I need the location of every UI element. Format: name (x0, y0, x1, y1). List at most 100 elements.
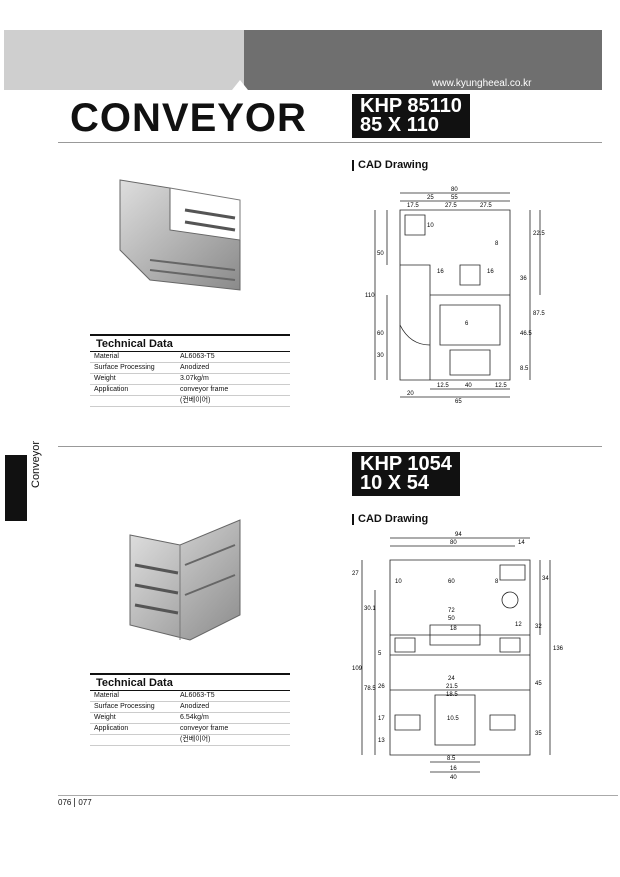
product-2-model: KHP 1054 (360, 453, 452, 475)
dim-label: 27.5 (480, 203, 492, 209)
tech-key: Application (94, 386, 129, 393)
tech-value: (컨베이어) (180, 736, 211, 743)
tech-key (90, 735, 180, 745)
dim-label: 12.5 (495, 383, 507, 389)
tech-row: Application conveyor frame (90, 724, 290, 735)
dim-label: 87.5 (533, 311, 545, 317)
dim-label: 8 (495, 241, 499, 247)
side-tab (5, 455, 27, 521)
dim-label: 26 (378, 684, 385, 690)
product-1-cad-label: CAD Drawing (352, 160, 428, 171)
tech-key: Surface Processing (94, 703, 155, 710)
tech-value: conveyor frame (180, 725, 229, 732)
dim-label: 13 (378, 738, 385, 744)
dim-label: 55 (451, 195, 458, 201)
product-1-model-block: KHP 85110 85 X 110 (352, 94, 470, 138)
dim-label: 21.5 (446, 684, 458, 690)
page-number-left: 076 (58, 798, 72, 807)
header-band-left (4, 30, 244, 90)
dim-label: 78.5 (364, 686, 376, 692)
header-band-right (244, 30, 602, 90)
dim-label: 17.5 (407, 203, 419, 209)
dim-label: 30.1 (364, 606, 376, 612)
dim-label: 80 (450, 540, 457, 546)
dim-label: 12 (515, 622, 522, 628)
dim-label: 27 (352, 571, 359, 577)
dim-label: 36 (520, 276, 527, 282)
product-1-technical-data: Technical Data Material AL6063-T5 Surface… (90, 334, 290, 407)
tech-value: conveyor frame (180, 386, 229, 393)
product-1-model: KHP 85110 (360, 95, 462, 117)
product-2-model-block: KHP 1054 10 X 54 (352, 452, 460, 496)
tech-key (90, 396, 180, 406)
dim-label: 110 (365, 293, 375, 299)
tech-row: Weight 6.54kg/m (90, 713, 290, 724)
dim-label: 40 (450, 775, 457, 780)
tech-row: Surface Processing Anodized (90, 363, 290, 374)
dim-label: 22.5 (533, 231, 545, 237)
dim-label: 8 (495, 579, 499, 585)
dim-label: 32 (535, 624, 542, 630)
footer-rule (58, 795, 618, 796)
dim-label: 27.5 (445, 203, 457, 209)
dim-label: 16 (487, 269, 494, 275)
tech-title: Technical Data (90, 673, 290, 691)
tech-value: 6.54kg/m (180, 714, 209, 721)
dim-label: 18.5 (446, 692, 458, 698)
page-number-right: 077 (78, 798, 92, 807)
dim-label: 17 (378, 716, 385, 722)
side-tab-label: Conveyor (30, 440, 42, 488)
dim-label: 18 (450, 626, 457, 632)
website-url[interactable]: www.kyungheeal.co.kr (432, 78, 532, 89)
dim-label: 10 (395, 579, 402, 585)
tech-value: 3.07kg/m (180, 375, 209, 382)
page-numbers: 076 077 (58, 798, 92, 808)
dim-label: 50 (377, 251, 384, 257)
tech-title: Technical Data (90, 334, 290, 352)
dim-label: 80 (451, 187, 458, 193)
dim-label: 40 (465, 383, 472, 389)
tech-value: AL6063-T5 (180, 353, 215, 360)
tech-value: AL6063-T5 (180, 692, 215, 699)
product-1-cad-drawing: 80 55 17.5 25 27.5 27.5 16 16 50 110 60 … (365, 187, 545, 405)
dim-label: 34 (542, 576, 549, 582)
product-2-cad-label: CAD Drawing (352, 514, 428, 525)
product-1-size: 85 X 110 (360, 114, 439, 136)
tech-row: Material AL6063-T5 (90, 352, 290, 363)
dim-label: 12.5 (437, 383, 449, 389)
tech-key: Surface Processing (94, 364, 155, 371)
dim-label: 60 (448, 579, 455, 585)
dim-label: 16 (450, 766, 457, 772)
product-2-size: 10 X 54 (360, 472, 429, 494)
tech-row: Application conveyor frame (90, 385, 290, 396)
dim-label: 8.5 (520, 366, 529, 372)
dim-label: 10 (427, 223, 434, 229)
tech-value: (컨베이어) (180, 397, 211, 404)
dim-label: 65 (455, 399, 462, 405)
dim-label: 46.5 (520, 331, 532, 337)
dim-label: 72 (448, 608, 455, 614)
dim-label: 24 (448, 676, 455, 682)
tech-row: Weight 3.07kg/m (90, 374, 290, 385)
dim-label: 8.5 (447, 756, 456, 762)
product-2-3d-image (129, 519, 241, 641)
tech-value: Anodized (180, 364, 210, 371)
dim-label: 136 (553, 646, 564, 652)
dim-label: 5 (378, 651, 382, 657)
dim-label: 6 (465, 321, 469, 327)
tech-key: Weight (94, 714, 116, 721)
header-notch (232, 80, 248, 90)
dim-label: 20 (407, 391, 414, 397)
page-separator (74, 798, 76, 808)
tech-value: Anodized (180, 703, 210, 710)
dim-label: 25 (427, 195, 434, 201)
dim-label: 60 (377, 331, 384, 337)
dim-label: 30 (377, 353, 384, 359)
dim-label: 50 (448, 616, 455, 622)
dim-label: 35 (535, 731, 542, 737)
tech-key: Material (94, 353, 119, 360)
tech-key: Weight (94, 375, 116, 382)
tech-key: Application (94, 725, 129, 732)
